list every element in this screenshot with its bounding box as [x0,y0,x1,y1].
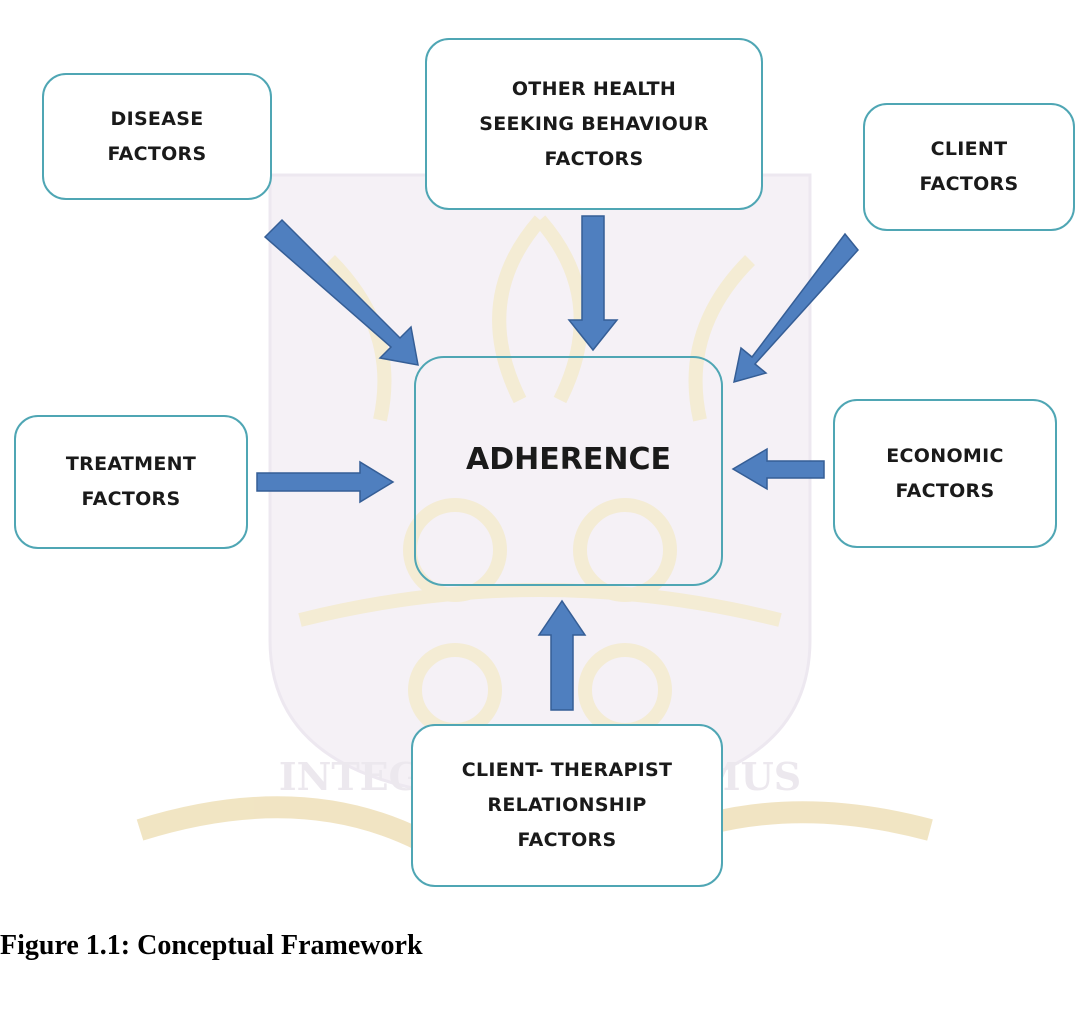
disease-factors-label: DISEASE FACTORS [107,107,207,165]
arrow-economic-to-adherence [731,447,825,491]
treatment-factors-label: TREATMENT FACTORS [65,453,197,510]
adherence-box: ADHERENCE [414,356,723,586]
arrow-disease-to-adherence [263,218,419,366]
disease-factors-box: DISEASE FACTORS [42,73,272,200]
client-therapist-relationship-factors-box: CLIENT- THERAPIST RELATIONSHIP FACTORS [411,724,723,887]
other-health-seeking-behaviour-factors-box: OTHER HEALTH SEEKING BEHAVIOUR FACTORS [425,38,763,210]
other-health-seeking-behaviour-factors-label: OTHER HEALTH SEEKING BEHAVIOUR FACTORS [479,77,709,170]
adherence-label: ADHERENCE [466,442,671,477]
arrow-other-health-to-adherence [567,215,619,352]
client-factors-box: CLIENT FACTORS [863,103,1075,231]
economic-factors-label: ECONOMIC FACTORS [886,444,1004,502]
economic-factors-box: ECONOMIC FACTORS [833,399,1057,548]
treatment-factors-box: TREATMENT FACTORS [14,415,248,549]
client-therapist-relationship-factors-label: CLIENT- THERAPIST RELATIONSHIP FACTORS [461,759,673,851]
arrow-client-to-adherence [733,232,859,384]
arrow-treatment-to-adherence [256,460,395,504]
arrow-client-therapist-to-adherence [537,599,587,711]
client-factors-label: CLIENT FACTORS [919,138,1019,195]
figure-caption: Figure 1.1: Conceptual Framework [0,930,423,961]
